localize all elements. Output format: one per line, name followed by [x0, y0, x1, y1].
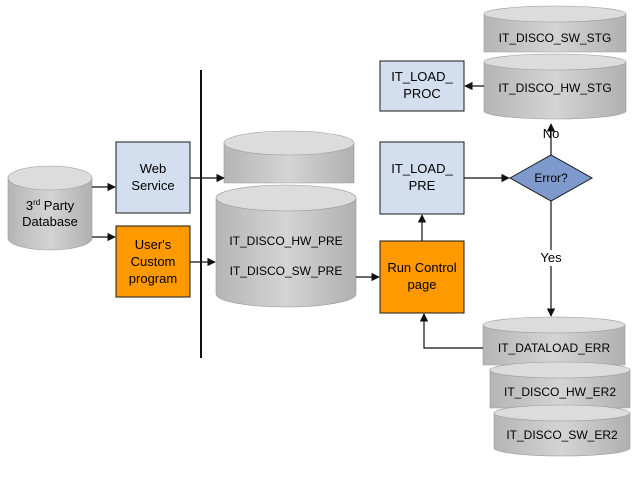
pre-table-sw: IT_DISCO_SW_PRE [230, 264, 343, 278]
err-table-hw: IT_DISCO_HW_ER2 [504, 385, 616, 399]
third-party-db-line1: 3rd Party [26, 198, 75, 213]
arrow-err-to-runcontrol [419, 313, 483, 349]
err-tables-cylinders: IT_DATALOAD_ERR IT_DISCO_HW_ER2 IT_DISCO… [482, 316, 631, 457]
custom-program-line2: Custom [131, 254, 176, 269]
web-service-line2: Service [131, 178, 174, 193]
load-pre-line1: IT_LOAD_ [391, 161, 453, 176]
load-proc-line1: IT_LOAD_ [391, 69, 453, 84]
pre-tables-cylinders: IT_DISCO_HW_PRE IT_DISCO_SW_PRE [215, 130, 357, 308]
run-control-line2: page [408, 277, 437, 292]
custom-program-line3: program [129, 271, 177, 286]
third-party-database: 3rd Party Database [7, 165, 93, 251]
stg-table-sw: IT_DISCO_SW_STG [499, 31, 612, 45]
load-proc-line2: PROC [403, 86, 441, 101]
error-decision: Error? [508, 154, 594, 202]
load-pre-line2: PRE [409, 178, 436, 193]
err-table-sw: IT_DISCO_SW_ER2 [506, 428, 618, 442]
pre-table-hw: IT_DISCO_HW_PRE [229, 234, 342, 248]
custom-program-box: User's Custom program [115, 225, 191, 298]
stg-tables-cylinders: IT_DISCO_SW_STG IT_DISCO_HW_STG [483, 5, 627, 120]
stg-table-hw: IT_DISCO_HW_STG [498, 81, 611, 95]
yes-label-background [537, 250, 565, 266]
decision-label: Error? [534, 171, 568, 185]
third-party-db-line2: Database [22, 214, 78, 229]
load-pre-box: IT_LOAD_ PRE [379, 141, 465, 215]
load-proc-box: IT_LOAD_ PROC [379, 60, 465, 112]
no-branch-label: No [543, 126, 560, 141]
custom-program-line1: User's [135, 237, 172, 252]
yes-branch-label: Yes [540, 250, 562, 265]
web-service-line1: Web [140, 161, 167, 176]
web-service-box: Web Service [115, 141, 191, 214]
run-control-line1: Run Control [387, 260, 456, 275]
err-table-dataload: IT_DATALOAD_ERR [498, 341, 611, 355]
run-control-box: Run Control page [379, 240, 465, 314]
